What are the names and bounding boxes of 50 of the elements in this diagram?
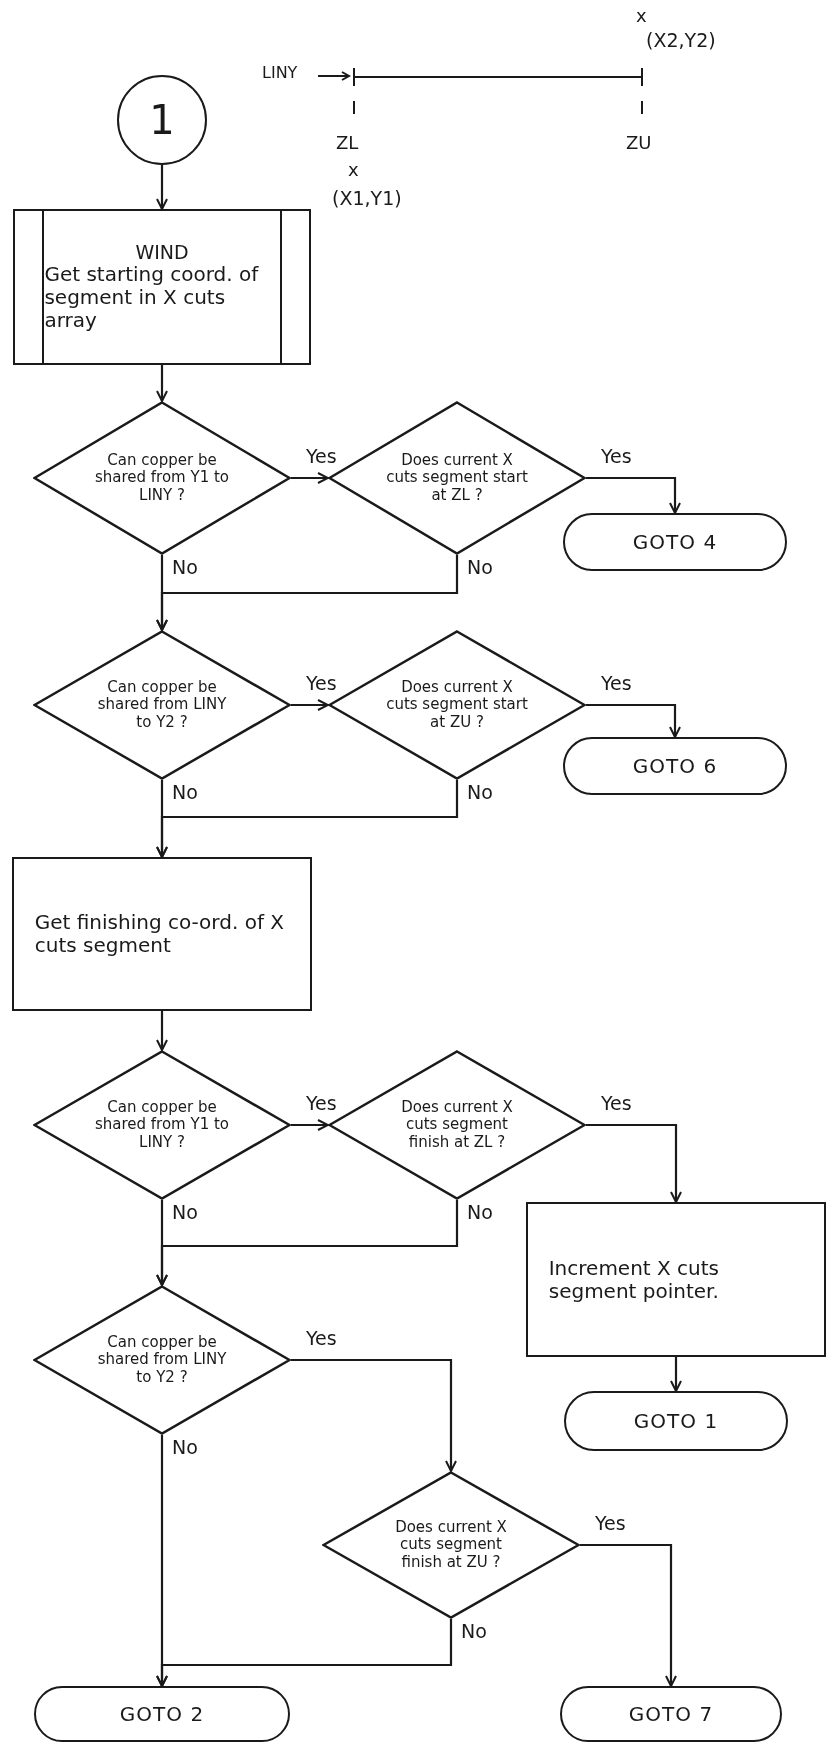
arrow — [586, 703, 681, 738]
box-text: Increment X cuts segment pointer. — [548, 1256, 721, 1303]
box-heading: WIND — [134, 241, 190, 264]
arrow — [291, 699, 329, 711]
box-text: Does current X cuts segment finish at ZU ? — [394, 1519, 508, 1571]
box-text: Get starting coord. of segment in X cuts array — [44, 263, 260, 333]
arrow — [586, 1123, 682, 1203]
terminal-box — [560, 1686, 782, 1742]
box-text: GOTO 7 — [628, 1702, 714, 1726]
arrow — [580, 1543, 677, 1687]
process-box — [526, 1202, 826, 1357]
dimension-label: (X2,Y2) — [646, 30, 716, 51]
arrow — [291, 1119, 329, 1131]
box-text: GOTO 1 — [633, 1409, 719, 1433]
arrow — [156, 1011, 168, 1051]
box-text: Does current X cuts segment start at ZU ? — [385, 679, 529, 731]
arrow — [156, 365, 168, 402]
arrow — [156, 780, 459, 858]
arrow — [156, 1619, 453, 1687]
arrow — [586, 476, 681, 514]
arrow — [156, 555, 459, 631]
dimension-label: LINY — [262, 64, 298, 82]
terminal-box — [563, 513, 787, 571]
box-text: Can copper be shared from Y1 to LINY ? — [93, 452, 231, 504]
connector-circle — [117, 75, 207, 165]
arrow — [291, 1358, 457, 1472]
process-box — [12, 857, 312, 1011]
dimension-label: ZL — [336, 133, 359, 153]
terminal-box — [563, 737, 787, 795]
arrow — [670, 1357, 682, 1392]
box-text: Get finishing co-ord. of X cuts segment — [34, 911, 285, 957]
dimension-label: x — [348, 160, 359, 180]
arrow — [291, 472, 329, 484]
box-text: GOTO 2 — [119, 1702, 205, 1726]
subroutine-box — [13, 209, 311, 365]
dimension-label: x — [636, 6, 647, 26]
box-text: Can copper be shared from LINY to Y2 ? — [96, 1334, 228, 1386]
arrow — [156, 1200, 459, 1286]
box-text: 1 — [149, 97, 175, 143]
dimension-label: ZU — [626, 133, 652, 153]
box-text: Can copper be shared from Y1 to LINY ? — [93, 1099, 231, 1151]
terminal-box — [564, 1391, 788, 1451]
dimension-label: (X1,Y1) — [332, 188, 402, 209]
box-text: Does current X cuts segment finish at ZL ? — [400, 1099, 514, 1151]
box-text: Can copper be shared from LINY to Y2 ? — [96, 679, 228, 731]
box-text: GOTO 4 — [632, 530, 718, 554]
terminal-box — [34, 1686, 290, 1742]
box-text: Does current X cuts segment start at ZL ? — [385, 452, 529, 504]
arrow — [156, 165, 168, 210]
box-text: GOTO 6 — [632, 754, 718, 778]
